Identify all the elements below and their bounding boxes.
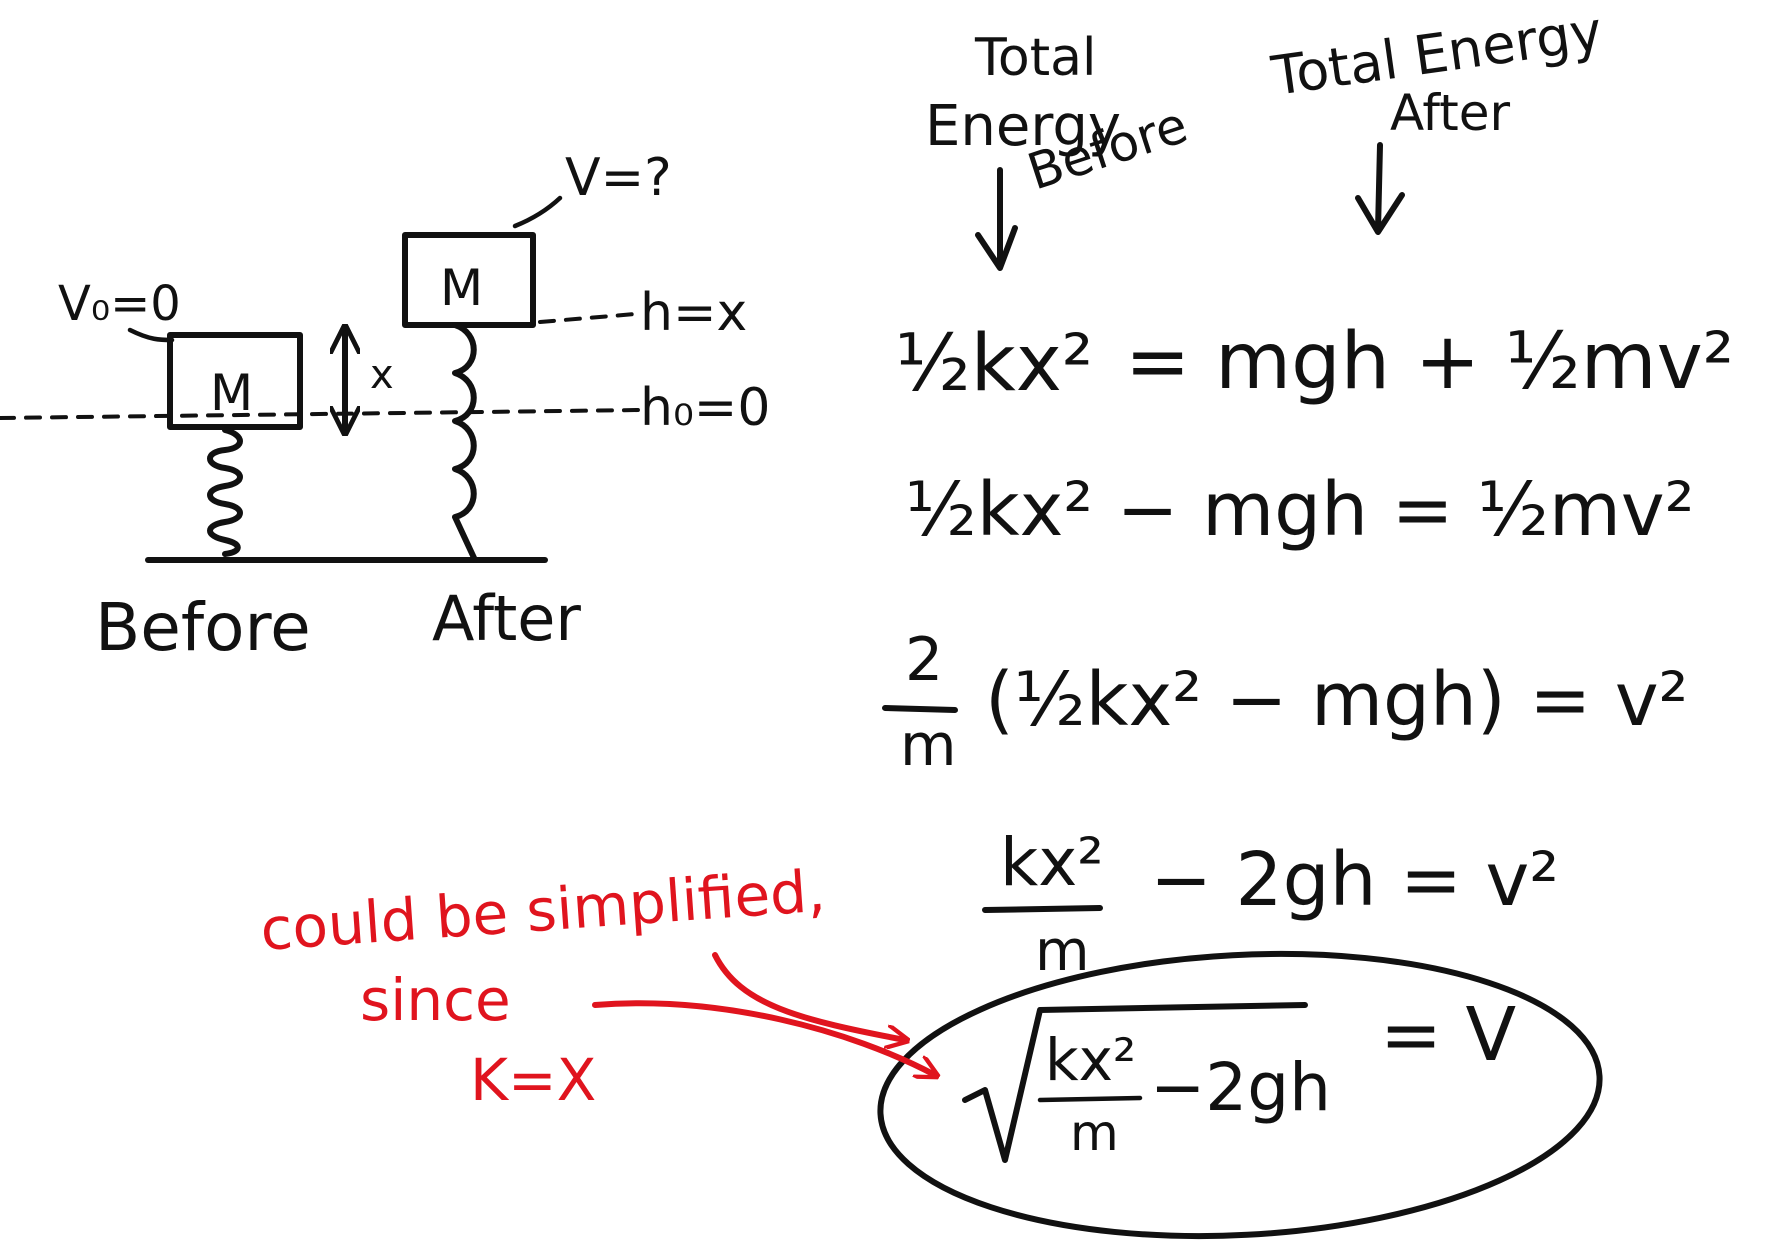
- v0-pointer: [127, 327, 175, 343]
- initial-velocity-label: V₀=0: [58, 276, 181, 332]
- mass-block-after: [402, 232, 536, 328]
- compressed-spring: [207, 427, 243, 557]
- energy-before-header: Total Energy Before: [925, 28, 1194, 271]
- stretched-spring: [452, 322, 478, 563]
- after-label: After: [432, 582, 581, 655]
- energy-before-line-1: Total: [974, 28, 1096, 88]
- mass-after-label: M: [440, 259, 483, 317]
- red-annotation: could be simplified, since K=X: [258, 857, 935, 1114]
- mass-block-before: [167, 332, 303, 430]
- before-label: Before: [95, 589, 311, 666]
- h-reference-line: [538, 312, 637, 324]
- equation-4: kx² m − 2gh = v²: [982, 824, 1559, 984]
- answer-circle: [877, 950, 1603, 1240]
- energy-after-line-2: After: [1390, 84, 1511, 142]
- eq4-fraction-bar: [982, 905, 1103, 913]
- v-pointer: [512, 195, 563, 229]
- annotation-arrow-1: [592, 1000, 935, 1075]
- eq4-denominator: m: [1035, 919, 1090, 984]
- eq3-numerator: 2: [905, 625, 943, 695]
- annotation-line-1: could be simplified,: [258, 857, 827, 964]
- final-fraction-bar: [1037, 1095, 1143, 1103]
- final-velocity-label: V=?: [565, 148, 672, 208]
- equation-2: ½kx² − mgh = ½mv²: [905, 467, 1694, 553]
- eq3-denominator: m: [900, 711, 957, 779]
- final-rhs: = V: [1380, 992, 1517, 1078]
- final-answer: kx² m −2gh = V: [877, 950, 1603, 1240]
- annotation-arrow-2: [712, 952, 905, 1040]
- annotation-line-3: K=X: [470, 1046, 596, 1114]
- eq4-numerator: kx²: [1000, 824, 1104, 901]
- eq3-rest: (½kx² − mgh) = v²: [985, 657, 1688, 743]
- spring-diagram: M M x V₀=0 V=? h=x h₀=0 Before After: [0, 148, 770, 666]
- annotation-line-2: since: [360, 966, 511, 1034]
- square-root-sign: [962, 1002, 1308, 1163]
- energy-after-arrow: [1355, 142, 1405, 235]
- eq4-rest: − 2gh = v²: [1150, 837, 1559, 923]
- energy-before-arrow: [975, 167, 1018, 271]
- h0-reference-line: [0, 408, 642, 420]
- energy-before-line-2: Energy: [925, 94, 1121, 159]
- eq1-rhs: = mgh + ½mv²: [1125, 317, 1734, 407]
- energy-after-header: Total Energy After: [1267, 0, 1606, 235]
- equation-3: 2 m (½kx² − mgh) = v²: [882, 625, 1688, 779]
- height-before-label: h₀=0: [640, 378, 770, 438]
- eq3-fraction-bar: [882, 705, 958, 713]
- height-after-label: h=x: [640, 283, 747, 343]
- final-denominator: m: [1070, 1104, 1119, 1162]
- displacement-label: x: [370, 352, 394, 398]
- mass-before-label: M: [210, 364, 253, 422]
- final-rest: −2gh: [1150, 1049, 1331, 1126]
- eq1-lhs: ½kx²: [895, 319, 1093, 409]
- equation-1: ½kx² = mgh + ½mv²: [895, 317, 1734, 409]
- final-numerator: kx²: [1045, 1026, 1136, 1094]
